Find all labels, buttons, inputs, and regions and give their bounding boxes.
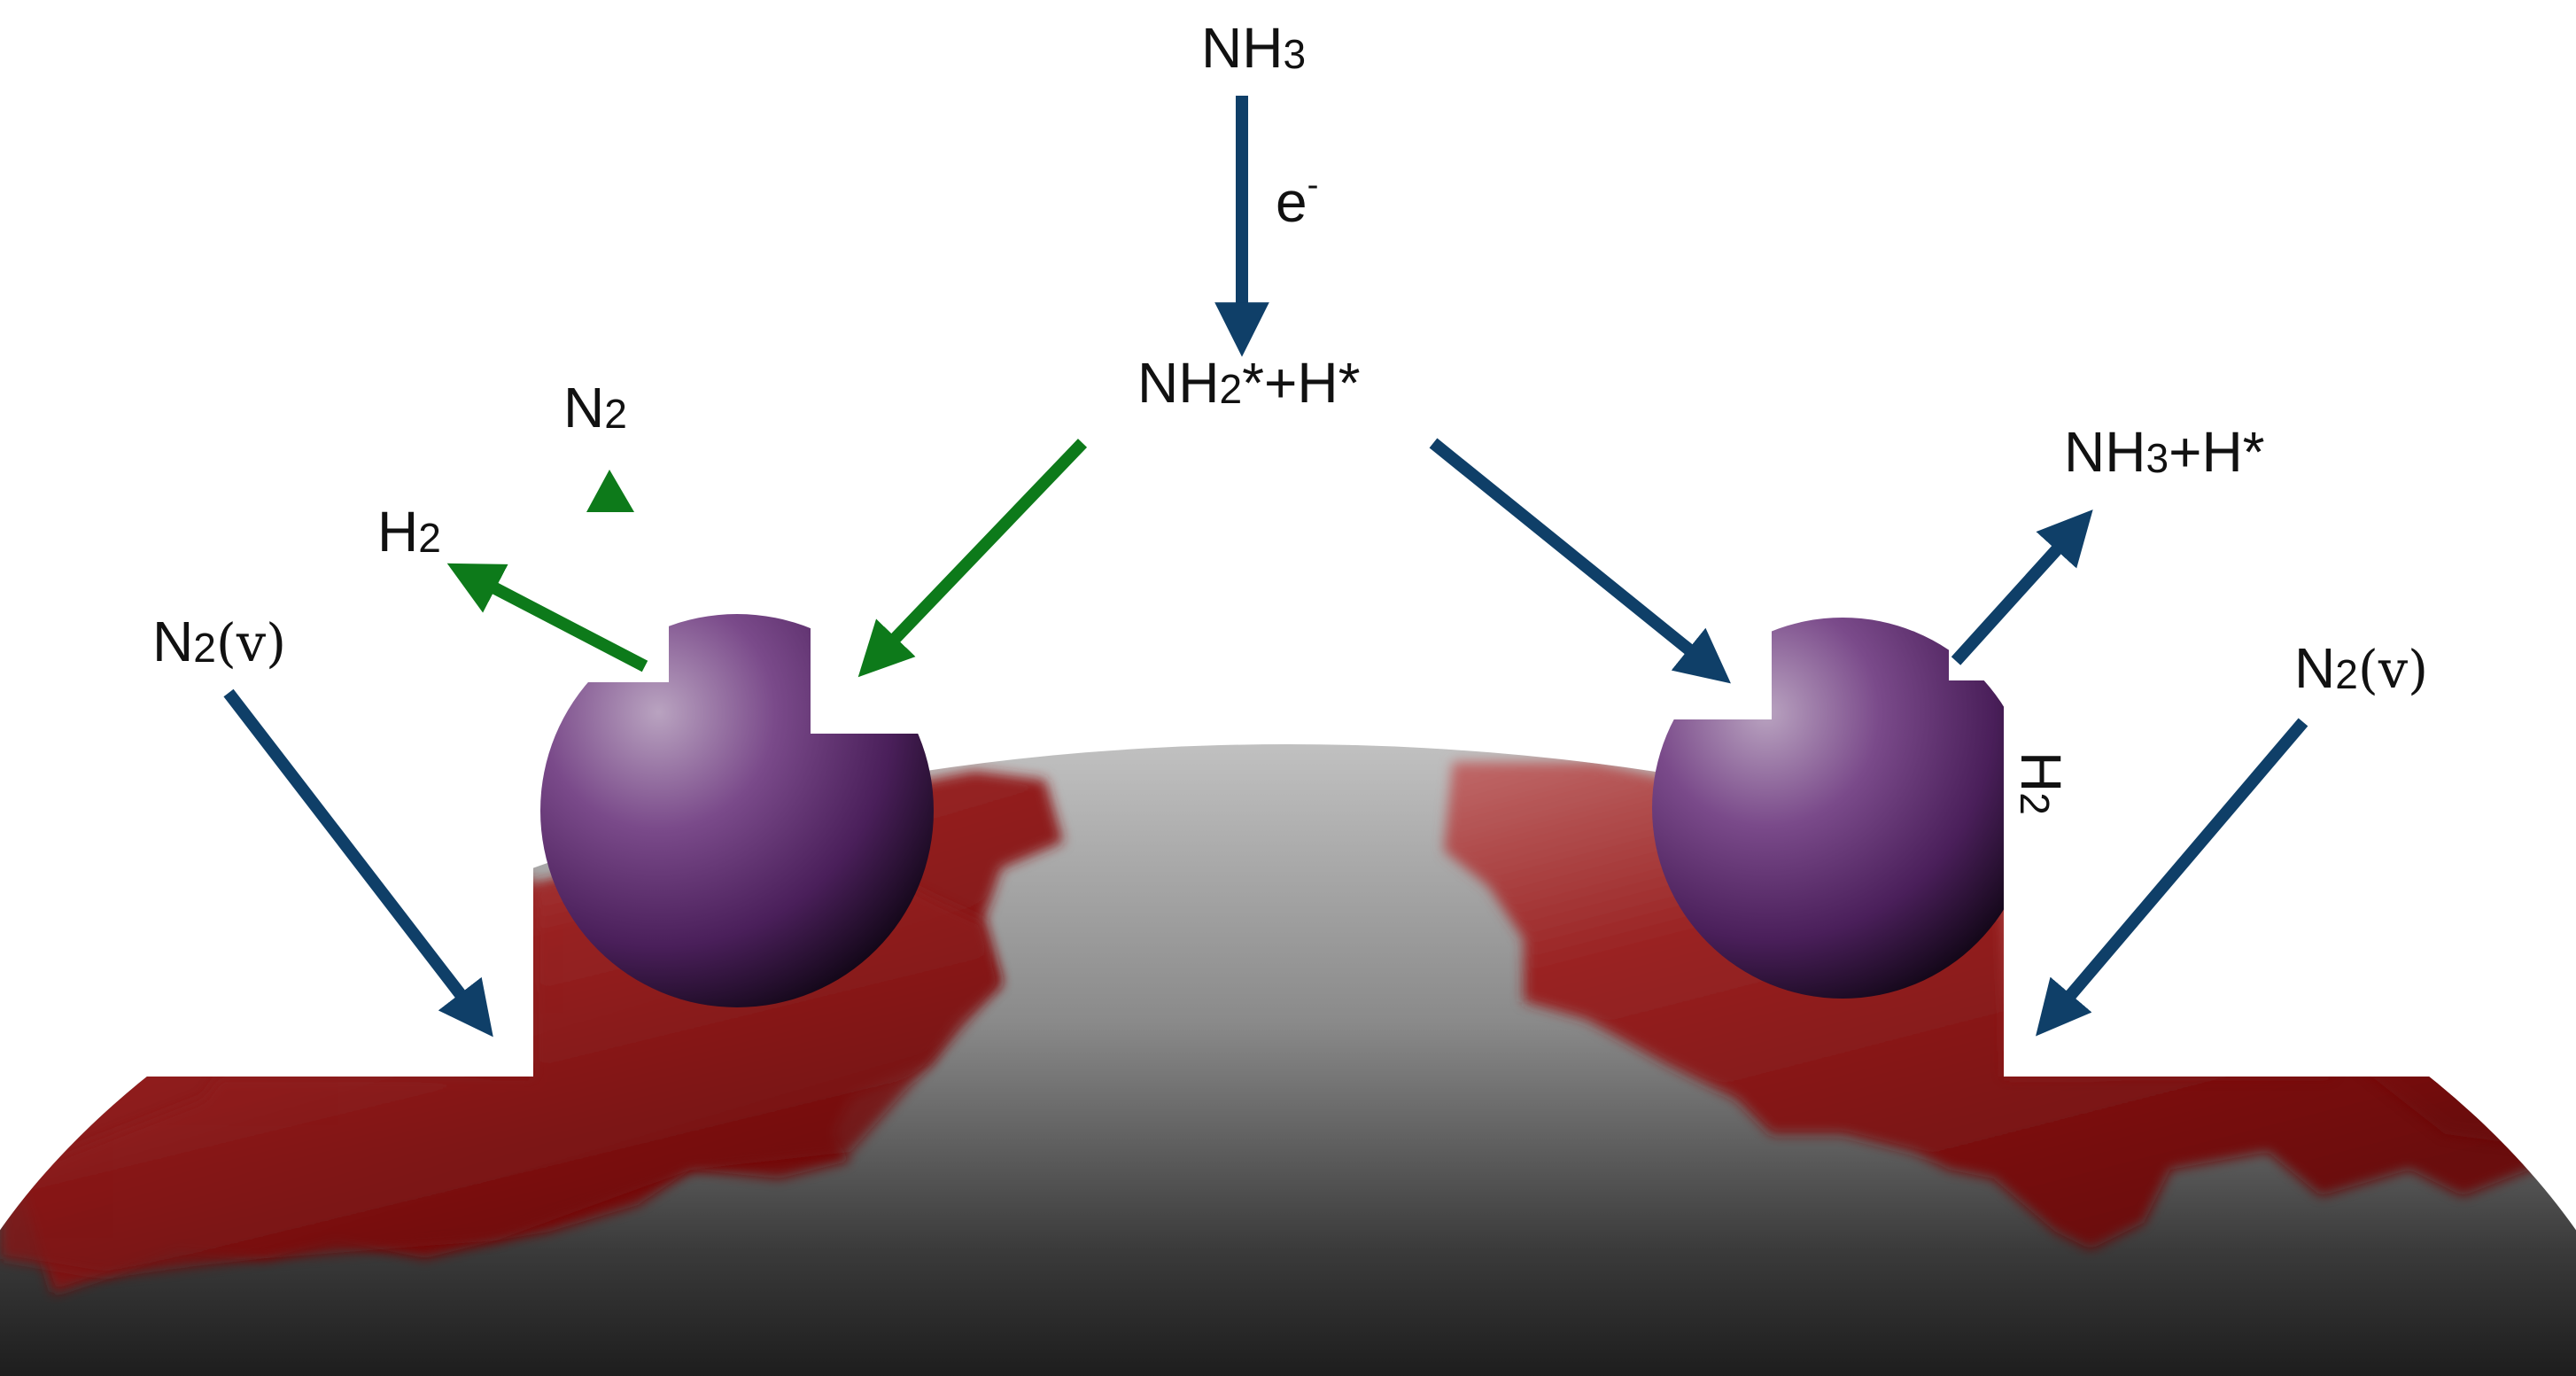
n2-release-arrowhead <box>586 470 634 512</box>
metal-particle-left <box>540 532 939 1007</box>
label-n2-product: N2 <box>563 376 627 439</box>
metal-particle-right <box>1648 532 2057 999</box>
arrow-right-particle-to-nh3-h <box>1951 509 2093 665</box>
arrow-n2v-left-to-step <box>223 688 493 1038</box>
label-n2-vibrational-right: N2(v) <box>2294 636 2429 700</box>
label-electron: e- <box>1276 166 1319 234</box>
arrow-intermediate-to-left-particle <box>857 439 1088 678</box>
label-nh3-reactant: NH3 <box>1201 16 1307 80</box>
label-nh2-h-intermediate: NH2*+H* <box>1137 351 1361 415</box>
reaction-arrows <box>223 96 2308 1038</box>
label-h2-right-rotated: H2 <box>2009 751 2073 815</box>
label-h2-product-left: H2 <box>377 500 441 564</box>
arrow-n2v-right-to-step <box>2036 718 2308 1037</box>
arrow-intermediate-to-right-particle <box>1429 438 1731 684</box>
label-nh3-h-product: NH3+H* <box>2064 420 2265 484</box>
active-site-notch-left <box>540 532 669 682</box>
label-n2-vibrational-left: N2(v) <box>152 610 287 673</box>
arrow-left-particle-to-h2 <box>446 563 648 672</box>
